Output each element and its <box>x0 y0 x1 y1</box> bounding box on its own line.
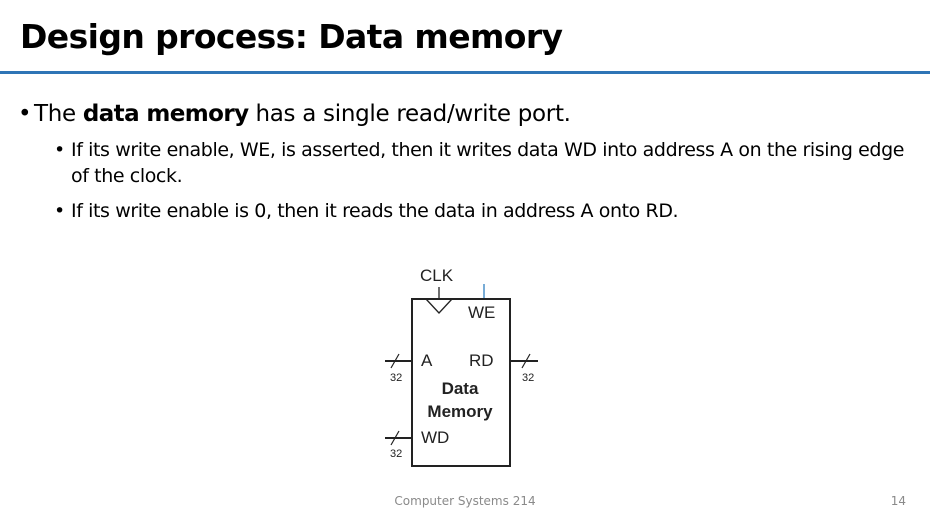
title-divider <box>0 71 930 74</box>
memory-name-line2: Memory <box>427 402 493 421</box>
bullet-glyph: • <box>54 200 65 222</box>
bullet-glyph: • <box>54 139 65 161</box>
a-bus-width: 32 <box>390 372 402 384</box>
bullet-glyph: • <box>18 101 32 127</box>
we-label: WE <box>468 303 495 322</box>
bullet-main-suffix: has a single read/write port. <box>248 101 571 127</box>
bullet-sub-write: • If its write enable, WE, is asserted, t… <box>54 137 921 189</box>
a-label: A <box>421 351 433 370</box>
bullet-main-prefix: The <box>34 101 83 127</box>
a-bus-slash <box>390 353 400 369</box>
wd-bus-width: 32 <box>390 448 402 460</box>
data-memory-diagram: CLK WE A RD Data Memory WD 32 32 32 <box>385 266 538 467</box>
page-number: 14 <box>890 494 906 508</box>
bullet-sub-read: • If its write enable is 0, then it reads… <box>54 198 921 224</box>
rd-label: RD <box>469 351 494 370</box>
rd-bus-width: 32 <box>522 372 534 384</box>
footer-course: Computer Systems 214 <box>394 494 536 508</box>
memory-name-line1: Data <box>442 379 479 398</box>
slide-title: Design process: Data memory <box>20 17 563 56</box>
wd-label: WD <box>421 428 449 447</box>
bullet-main-emphasis: data memory <box>82 101 249 127</box>
wd-bus-slash <box>390 430 400 446</box>
bullet-sub-write-text: If its write enable, WE, is asserted, th… <box>71 139 905 187</box>
clk-label: CLK <box>420 266 454 285</box>
bullet-sub-read-text: If its write enable is 0, then it reads … <box>71 200 679 222</box>
memory-block <box>411 298 511 467</box>
bullet-main: •The data memory has a single read/write… <box>18 98 918 130</box>
clock-edge-triangle <box>425 298 453 314</box>
rd-bus-slash <box>521 353 531 369</box>
